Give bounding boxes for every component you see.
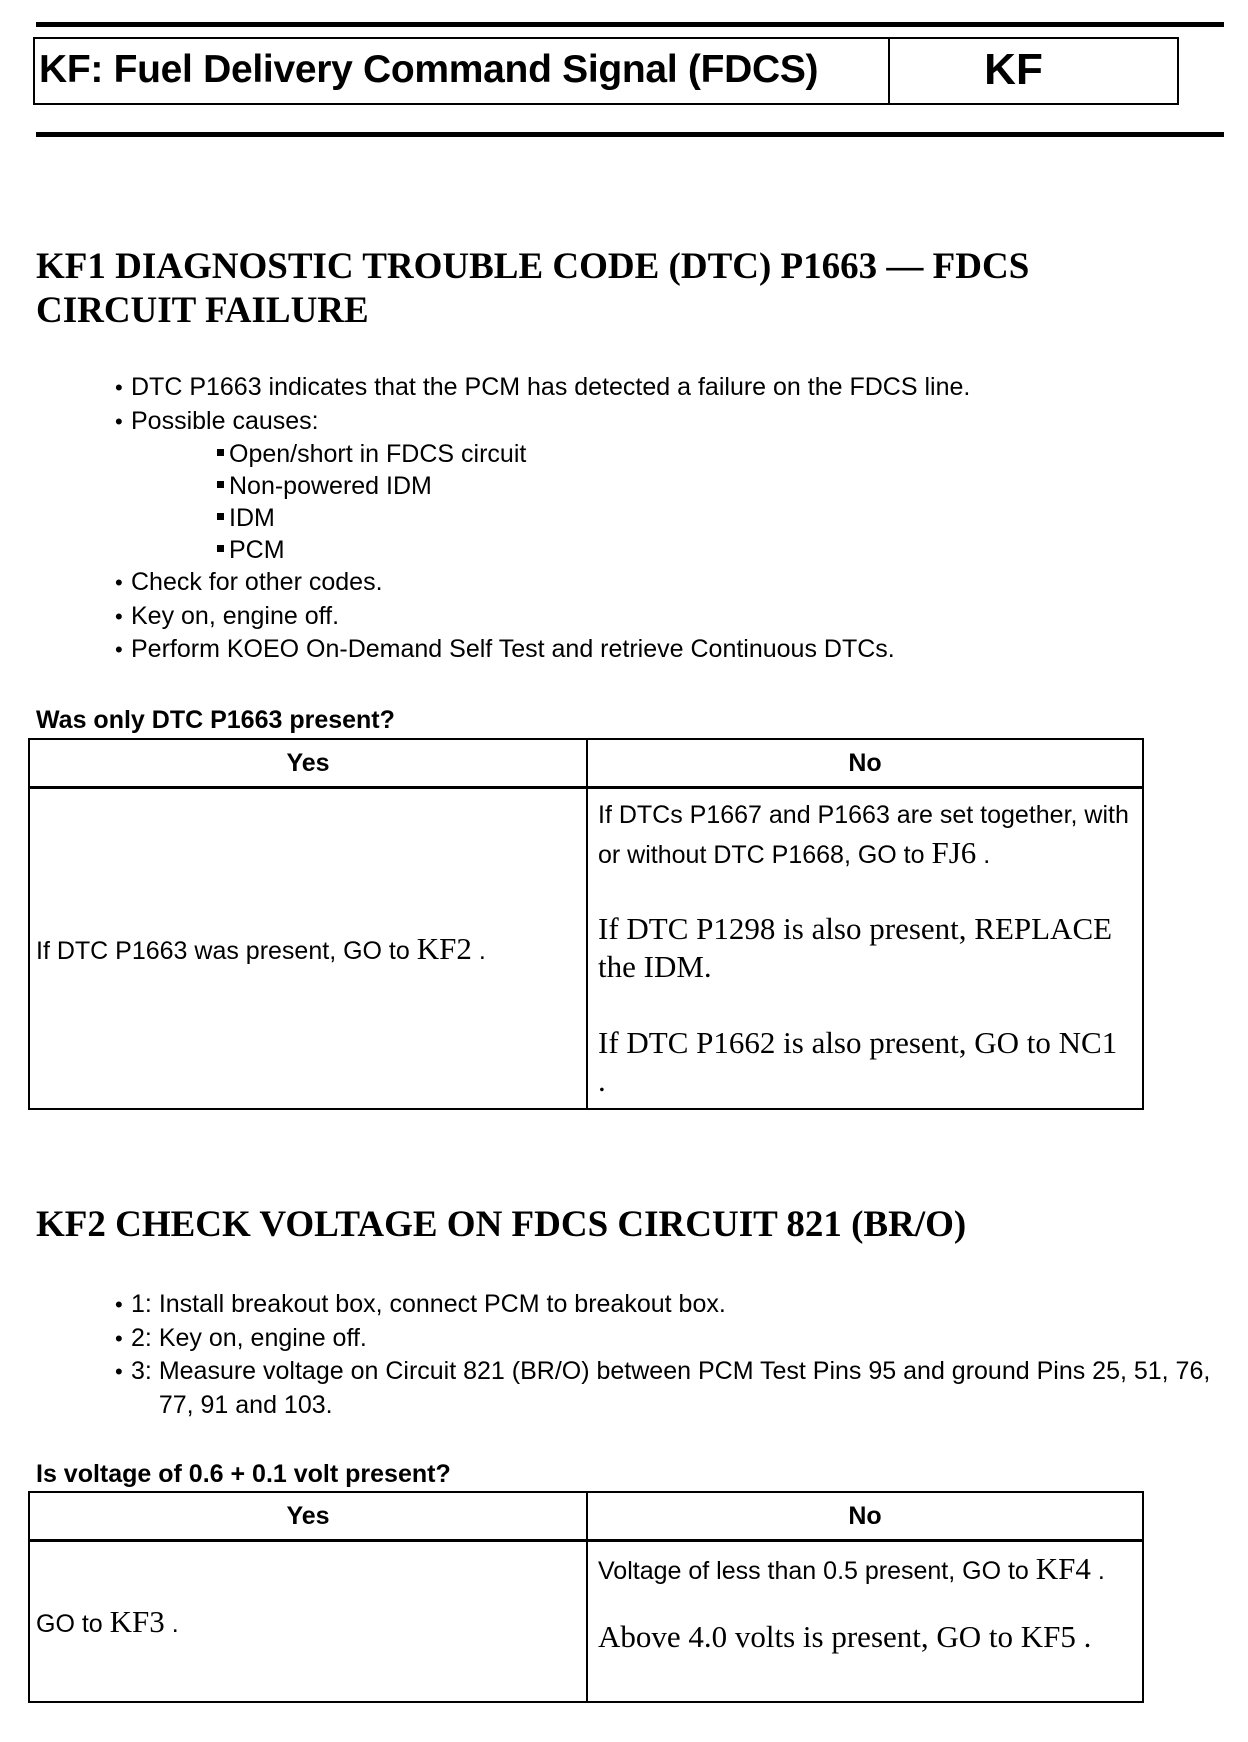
kf1-bullet-list: •DTC P1663 indicates that the PCM has de…	[115, 371, 970, 667]
list-item: •Possible causes: Open/short in FDCS cir…	[115, 405, 970, 567]
section-code: KF	[984, 45, 1043, 94]
list-item: Non-powered IDM	[217, 470, 970, 502]
list-item: •3: Measure voltage on Circuit 821 (BR/O…	[115, 1357, 1211, 1419]
no-header: No	[586, 738, 1144, 789]
list-item: •Perform KOEO On-Demand Self Test and re…	[115, 635, 895, 663]
yes-header: Yes	[28, 738, 588, 789]
list-item: •2: Key on, engine off.	[115, 1323, 367, 1352]
list-item: •1: Install breakout box, connect PCM to…	[115, 1290, 726, 1318]
list-item: •DTC P1663 indicates that the PCM has de…	[115, 373, 971, 401]
kf1-heading: KF1 DIAGNOSTIC TROUBLE CODE (DTC) P1663 …	[36, 245, 1029, 333]
no-option-1: If DTCs P1667 and P1663 are set together…	[598, 801, 1129, 870]
kf2-heading: KF2 CHECK VOLTAGE ON FDCS CIRCUIT 821 (B…	[36, 1204, 967, 1245]
possible-causes-list: Open/short in FDCS circuit Non-powered I…	[115, 438, 970, 566]
list-item: Open/short in FDCS circuit	[217, 438, 970, 470]
no-option-2: Above 4.0 volts is present, GO to KF5 .	[598, 1619, 1092, 1654]
kf1-heading-line1: KF1 DIAGNOSTIC TROUBLE CODE (DTC) P1663 …	[36, 246, 1030, 287]
kf1-heading-line2: CIRCUIT FAILURE	[36, 290, 369, 331]
kf1-question: Was only DTC P1663 present?	[36, 706, 395, 734]
list-item: •Key on, engine off.	[115, 601, 340, 630]
page-header: KF: Fuel Delivery Command Signal (FDCS) …	[33, 37, 1179, 105]
kf1-decision-table: Yes No If DTC P1663 was present, GO to K…	[28, 738, 1144, 1110]
no-option-1: Voltage of less than 0.5 present, GO to …	[598, 1551, 1105, 1586]
no-option-3: If DTC P1662 is also present, GO to NC1 …	[598, 1025, 1118, 1098]
kf2-step-list: •1: Install breakout box, connect PCM to…	[115, 1288, 1219, 1422]
list-item: •Check for other codes.	[115, 568, 383, 596]
list-item: PCM	[217, 534, 970, 566]
kf2-link[interactable]: KF2	[416, 930, 472, 966]
yes-cell: If DTC P1663 was present, GO to KF2 .	[28, 786, 588, 1110]
no-cell: Voltage of less than 0.5 present, GO to …	[586, 1539, 1144, 1703]
no-header: No	[586, 1491, 1144, 1542]
kf3-link[interactable]: KF3	[109, 1603, 165, 1639]
no-cell: If DTCs P1667 and P1663 are set together…	[586, 786, 1144, 1110]
kf2-decision-table: Yes No GO to KF3 . Voltage of less than …	[28, 1491, 1144, 1703]
yes-cell: GO to KF3 .	[28, 1539, 588, 1703]
kf2-question: Is voltage of 0.6 + 0.1 volt present?	[36, 1460, 451, 1488]
header-bottom-rule	[36, 132, 1224, 137]
fj6-link[interactable]: FJ6	[931, 835, 977, 870]
top-rule	[36, 22, 1224, 27]
page-title: KF: Fuel Delivery Command Signal (FDCS)	[35, 39, 890, 103]
no-option-2: If DTC P1298 is also present, REPLACE th…	[598, 911, 1113, 984]
kf4-link[interactable]: KF4	[1035, 1551, 1091, 1586]
list-item: IDM	[217, 502, 970, 534]
yes-header: Yes	[28, 1491, 588, 1542]
